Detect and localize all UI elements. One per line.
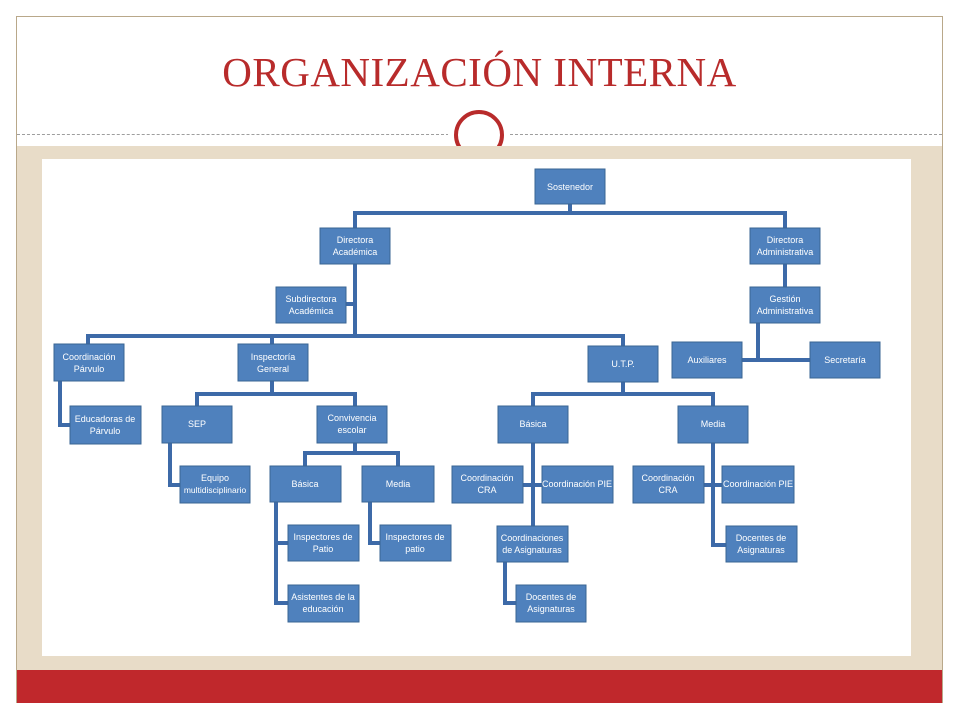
node-label: Auxiliares [687, 355, 727, 365]
node-label: escolar [337, 425, 366, 435]
node-coordinacion-parvulo: Coordinación Párvulo [53, 343, 125, 382]
node-label: Gestión [769, 294, 800, 304]
node-utp: U.T.P. [587, 345, 659, 383]
node-inspectores-patio-basica: Inspectores de Patio [287, 524, 360, 562]
node-label: Párvulo [90, 426, 121, 436]
node-sostenedor: Sostenedor [534, 168, 606, 205]
node-label: Media [701, 419, 726, 429]
node-label: Básica [519, 419, 546, 429]
node-label: Inspectoría [251, 352, 296, 362]
node-inspectores-patio-media: Inspectores de patio [379, 524, 452, 562]
node-educadoras-parvulo: Educadoras de Párvulo [69, 405, 142, 445]
node-label: Coordinación [62, 352, 115, 362]
node-label: Docentes de [736, 533, 787, 543]
node-convivencia-media: Media [361, 465, 435, 503]
node-coordinaciones-asignaturas: Coordinaciones de Asignaturas [496, 525, 569, 563]
node-label: de Asignaturas [502, 545, 562, 555]
node-convivencia-escolar: Convivencia escolar [316, 405, 388, 444]
node-directora-administrativa: Directora Administrativa [749, 227, 821, 265]
node-label: Académica [333, 247, 378, 257]
node-label: Convivencia [327, 413, 376, 423]
node-label: educación [302, 604, 343, 614]
node-label: CRA [658, 485, 677, 495]
node-label: Sostenedor [547, 182, 593, 192]
node-label: Inspectores de [385, 532, 444, 542]
slide-title: ORGANIZACIÓN INTERNA [222, 49, 737, 95]
node-directora-academica: Directora Académica [319, 227, 391, 265]
node-label: CRA [477, 485, 496, 495]
node-label: Académica [289, 306, 334, 316]
title-divider-left [17, 134, 449, 135]
footer-bar [17, 670, 942, 703]
node-utp-basica: Básica [497, 405, 569, 444]
node-sep: SEP [161, 405, 233, 444]
node-media-docentes-asignaturas: Docentes de Asignaturas [725, 525, 798, 563]
node-utp-media: Media [677, 405, 749, 444]
node-secretaria: Secretaría [809, 341, 881, 379]
title-divider-right [510, 134, 942, 135]
node-label: Inspectores de [293, 532, 352, 542]
node-label: U.T.P. [611, 359, 634, 369]
node-basica-coordinacion-cra: Coordinación CRA [451, 465, 524, 504]
node-basica-coordinacion-pie: Coordinación PIE [541, 465, 614, 504]
node-label: patio [405, 544, 425, 554]
node-media-coordinacion-pie: Coordinación PIE [721, 465, 795, 504]
node-label: Equipo [201, 473, 229, 483]
node-label: Asistentes de la [291, 592, 355, 602]
node-label: Coordinación [641, 473, 694, 483]
node-label: Educadoras de [75, 414, 136, 424]
node-gestion-administrativa: Gestión Administrativa [749, 286, 821, 324]
node-media-coordinacion-cra: Coordinación CRA [632, 465, 705, 504]
node-auxiliares: Auxiliares [671, 341, 743, 379]
node-label: Asignaturas [527, 604, 575, 614]
node-label: Directora [337, 235, 374, 245]
node-label: Coordinación PIE [723, 479, 793, 489]
node-label: Asignaturas [737, 545, 785, 555]
node-label: Media [386, 479, 411, 489]
node-inspectoria-general: Inspectoría General [237, 343, 309, 382]
node-label: Coordinación PIE [542, 479, 612, 489]
node-label: Administrativa [757, 306, 814, 316]
node-label: General [257, 364, 289, 374]
node-convivencia-basica: Básica [269, 465, 342, 503]
node-label: Coordinaciones [501, 533, 564, 543]
node-basica-docentes-asignaturas: Docentes de Asignaturas [515, 584, 587, 623]
node-asistentes-educacion: Asistentes de la educación [287, 584, 360, 623]
node-label: Patio [313, 544, 334, 554]
node-label: Coordinación [460, 473, 513, 483]
node-label: SEP [188, 419, 206, 429]
node-label: Directora [767, 235, 804, 245]
nodes: Sostenedor Directora Académica Directora… [53, 168, 881, 623]
node-label: Administrativa [757, 247, 814, 257]
node-subdirectora-academica: Subdirectora Académica [275, 286, 347, 324]
node-equipo-multidisciplinario: Equipo multidisciplinario [179, 465, 251, 504]
node-label: Secretaría [824, 355, 866, 365]
node-label: Básica [291, 479, 318, 489]
node-label: Docentes de [526, 592, 577, 602]
node-label: multidisciplinario [184, 485, 247, 495]
connectors [58, 202, 812, 605]
node-label: Párvulo [74, 364, 105, 374]
node-label: Subdirectora [285, 294, 336, 304]
